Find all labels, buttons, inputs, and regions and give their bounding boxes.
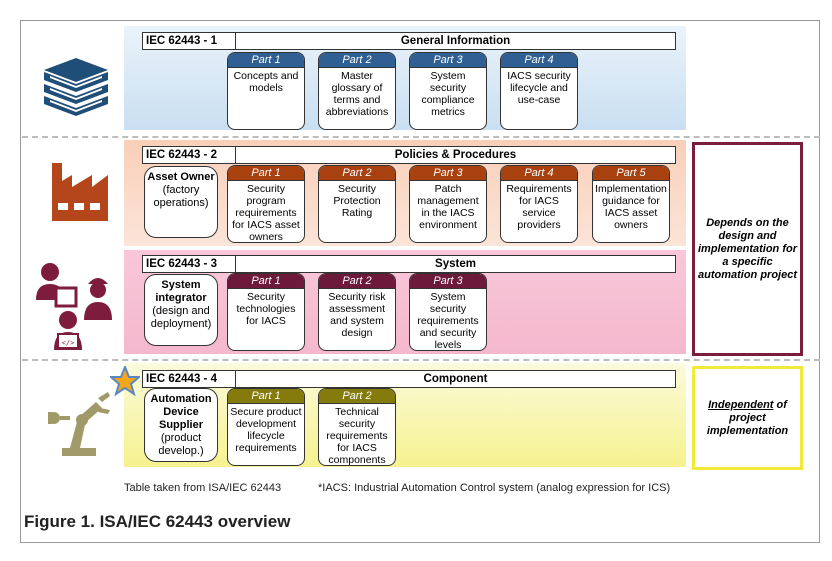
part-description: Requirements for IACS service providers xyxy=(506,183,572,231)
part-card: Part 4 IACS security lifecycle and use-c… xyxy=(500,52,578,130)
part-description: Security program requirements for IACS a… xyxy=(232,183,300,243)
robot-arm-icon xyxy=(48,392,110,456)
independent-note: Independent of project implementation xyxy=(692,366,803,470)
part-description: Security risk assessment and system desi… xyxy=(328,291,386,339)
part-description: System security compliance metrics xyxy=(421,70,475,118)
standard-number: IEC 62443 - 2 xyxy=(146,149,217,161)
factory-icon xyxy=(52,163,108,221)
part-description: Implementation guidance for IACS asset o… xyxy=(595,183,667,231)
role-name: Asset Owner xyxy=(147,171,215,183)
star-icon xyxy=(110,366,140,396)
part-label: Part 3 xyxy=(410,274,486,289)
independent-rest: of project implementation xyxy=(706,398,789,437)
standard-number: IEC 62443 - 3 xyxy=(146,258,217,270)
part-card: Part 5 Implementation guidance for IACS … xyxy=(592,165,670,243)
divider xyxy=(22,359,820,361)
part-description: Technical security requirements for IACS… xyxy=(326,406,388,466)
engineers-icon: </> xyxy=(36,263,112,350)
section-header: IEC 62443 - 2 Policies & Procedures xyxy=(142,146,676,164)
part-label: Part 4 xyxy=(501,166,577,181)
part-description: System security requirements and securit… xyxy=(417,291,479,351)
part-card: Part 1 Secure product development lifecy… xyxy=(227,388,305,466)
section-title: Policies & Procedures xyxy=(394,149,517,161)
part-description: Security Protection Rating xyxy=(333,183,381,219)
independent-note-text: Independent of project implementation xyxy=(695,399,800,438)
dependent-note: Depends on the design and implementation… xyxy=(692,142,803,356)
part-label: Part 5 xyxy=(593,166,669,181)
role-name: System integrator xyxy=(155,279,207,304)
figure-frame xyxy=(20,20,820,543)
role-name: Automation Device Supplier xyxy=(150,393,212,431)
part-description: Patch management in the IACS environment xyxy=(417,183,479,231)
part-card: Part 2 Master glossary of terms and abbr… xyxy=(318,52,396,130)
part-label: Part 1 xyxy=(228,166,304,181)
svg-text:</>: </> xyxy=(62,339,75,347)
source-note: Table taken from ISA/IEC 62443 xyxy=(124,482,282,494)
part-description: Secure product development lifecycle req… xyxy=(230,406,302,454)
role-detail: (product develop.) xyxy=(158,432,204,457)
part-card: Part 1 Concepts and models xyxy=(227,52,305,130)
books-icon xyxy=(44,58,108,116)
section-title: Component xyxy=(423,373,488,385)
independent-word: Independent xyxy=(708,398,774,411)
role-detail: (design and deployment) xyxy=(150,305,212,330)
part-description: Security technologies for IACS xyxy=(236,291,296,327)
figure-caption: Figure 1. ISA/IEC 62443 overview xyxy=(24,512,291,531)
part-label: Part 1 xyxy=(228,53,304,68)
part-card: Part 4 Requirements for IACS service pro… xyxy=(500,165,578,243)
part-card: Part 1 Security technologies for IACS xyxy=(227,273,305,351)
part-label: Part 2 xyxy=(319,274,395,289)
part-label: Part 2 xyxy=(319,166,395,181)
role-detail: (factory operations) xyxy=(153,184,209,209)
part-label: Part 3 xyxy=(410,166,486,181)
dependent-note-text: Depends on the design and implementation… xyxy=(697,216,797,281)
role-box: Automation Device Supplier (product deve… xyxy=(144,388,218,462)
divider xyxy=(22,136,820,138)
iacs-footnote: *IACS: Industrial Automation Control sys… xyxy=(318,482,671,494)
part-label: Part 3 xyxy=(410,53,486,68)
part-description: Master glossary of terms and abbreviatio… xyxy=(325,70,389,118)
part-card: Part 2 Technical security requirements f… xyxy=(318,388,396,466)
standard-number: IEC 62443 - 1 xyxy=(146,35,217,47)
part-description: IACS security lifecycle and use-case xyxy=(507,70,571,106)
section-title: General Information xyxy=(400,35,511,47)
section-header: IEC 62443 - 3 System xyxy=(142,255,676,273)
part-card: Part 2 Security Protection Rating xyxy=(318,165,396,243)
part-card: Part 2 Security risk assessment and syst… xyxy=(318,273,396,351)
part-label: Part 1 xyxy=(228,389,304,404)
section-header: IEC 62443 - 4 Component xyxy=(142,370,676,388)
section-header: IEC 62443 - 1 General Information xyxy=(142,32,676,50)
standard-number: IEC 62443 - 4 xyxy=(146,373,217,385)
part-card: Part 1 Security program requirements for… xyxy=(227,165,305,243)
part-label: Part 1 xyxy=(228,274,304,289)
part-card: Part 3 System security compliance metric… xyxy=(409,52,487,130)
part-label: Part 2 xyxy=(319,53,395,68)
section-title: System xyxy=(435,258,476,270)
part-description: Concepts and models xyxy=(233,70,299,94)
part-card: Part 3 Patch management in the IACS envi… xyxy=(409,165,487,243)
part-label: Part 4 xyxy=(501,53,577,68)
part-card: Part 3 System security requirements and … xyxy=(409,273,487,351)
role-box: System integrator (design and deployment… xyxy=(144,274,218,346)
role-box: Asset Owner (factory operations) xyxy=(144,166,218,238)
part-label: Part 2 xyxy=(319,389,395,404)
